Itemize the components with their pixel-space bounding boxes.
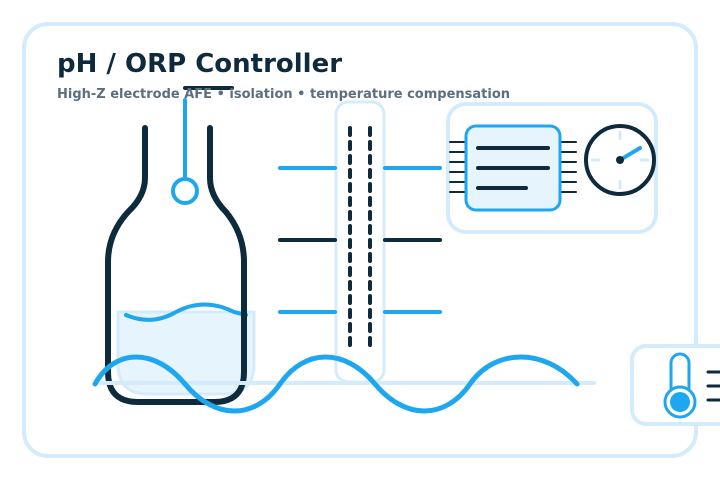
afe-chip-text-lines — [476, 146, 550, 190]
thermometer-panel — [630, 344, 720, 426]
afe-chip-icon — [449, 141, 577, 193]
signal-lines — [278, 166, 442, 314]
thermometer-icon — [663, 352, 697, 419]
bottle-outline — [105, 125, 247, 405]
afe-panel — [446, 102, 658, 234]
isolation-barrier-icon — [334, 100, 386, 384]
page-subtitle: High-Z electrode AFE • isolation • tempe… — [57, 87, 511, 102]
thermometer-bulb — [670, 392, 690, 412]
isolation-barrier-box — [334, 100, 386, 384]
page-title: pH / ORP Controller — [57, 49, 343, 79]
bottle-liquid — [116, 310, 256, 396]
electrode-bottle-icon — [105, 125, 256, 405]
gauge-pivot — [616, 156, 624, 164]
liquid-surface-wave — [124, 302, 248, 322]
thermometer-scale-lines — [706, 370, 720, 402]
probe-bulb — [171, 177, 199, 205]
signal-waveform — [92, 354, 580, 414]
electrode-probe — [171, 86, 234, 205]
gauge-icon — [584, 124, 656, 196]
